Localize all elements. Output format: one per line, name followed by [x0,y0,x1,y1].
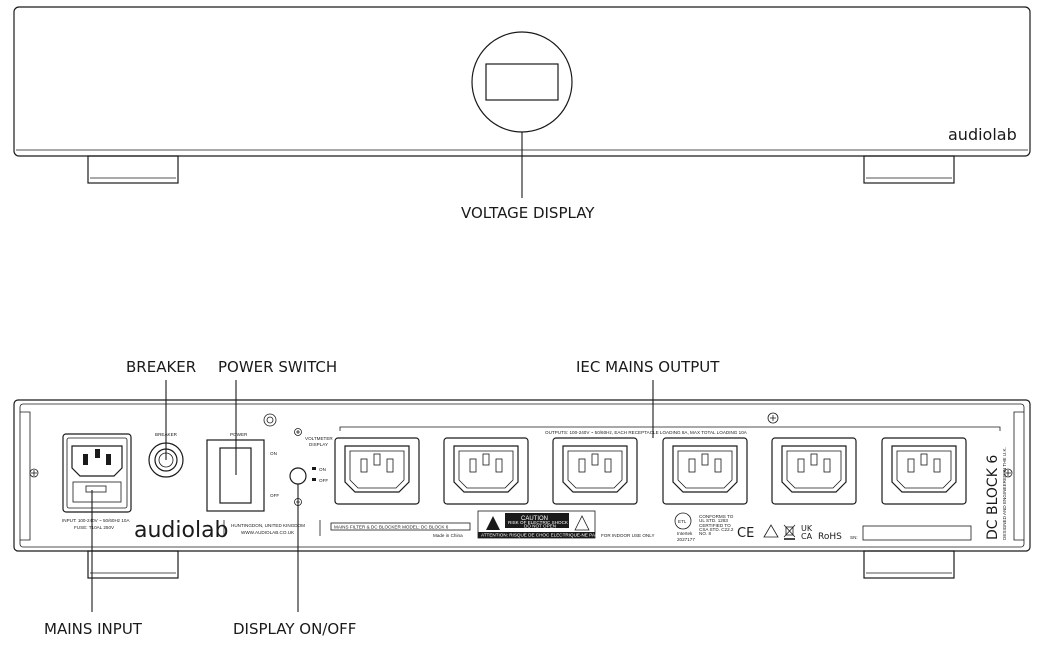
mains-input-socket[interactable] [62,433,132,513]
rear-foot-left [87,550,179,579]
serial-label: SN: [850,535,858,540]
iec-output-1[interactable] [334,437,420,505]
caution-label: CAUTION RISK OF ELECTRIC SHOCK DO NOT OP… [477,510,618,539]
ce-mark: CE [737,526,754,541]
address-line-1: HUNTINGDON, UNITED KINGDOM [231,523,305,528]
voltage-display-magnifier [471,31,573,133]
rear-view: BREAKER POWER SWITCH IEC MAINS OUTPUT [13,358,1031,638]
voltmeter-label-1: VOLTMETER [305,436,333,441]
front-foot-right [863,155,955,184]
product-name-vertical: DC BLOCK 6 [985,455,1001,540]
vm-off-label: OFF [319,478,328,483]
power-off-label: OFF [270,493,279,498]
front-brand-logo: audiolab [948,125,1017,144]
input-rating-1: INPUT: 100-240V ~ 50/60Hz 10A [62,518,130,523]
outputs-rating-label: OUTPUTS: 100-240V ~ 50/60Hz, EACH RECEPT… [545,430,748,435]
iec-output-4[interactable] [662,437,748,505]
rohs-mark: RoHS [818,532,842,542]
caution-title: CAUTION [521,516,548,522]
conforms-5: NO. 8 [699,531,711,536]
rear-brand-logo: audiolab [134,518,229,543]
conforms-1: CONFORMS TO [699,514,734,519]
etl-intertek: Intertek [677,531,693,536]
callout-mains-input: MAINS INPUT [44,620,143,638]
caution-line-1: RISK OF ELECTRIC SHOCK [508,520,569,525]
rear-foot-right [863,550,955,579]
iec-output-3[interactable] [552,437,638,505]
svg-text:ETL: ETL [678,519,687,524]
front-view: audiolab VOLTAGE DISPLAY [13,6,1031,222]
input-rating-2: FUSE: T10AL 250V [74,525,115,530]
caution-line-2: DO NOT OPEN [524,524,556,529]
callout-voltage-display: VOLTAGE DISPLAY [461,204,595,222]
callout-power-switch: POWER SWITCH [218,358,337,376]
conforms-2: UL STD. 1283 [699,518,728,523]
voltage-display-window [485,63,559,101]
made-in-label: Made in China [433,533,463,538]
designed-in-vertical: DESIGNED AND ENGINEERED IN THE U.K. [1002,447,1007,540]
iec-output-5[interactable] [771,437,857,505]
callout-breaker: BREAKER [126,358,196,376]
ukca-mark-1: UK [801,524,813,533]
display-on-off-switch[interactable] [289,467,307,485]
fuse-holder[interactable] [72,481,122,503]
ukca-mark-2: CA [801,532,813,541]
callout-display-on-off: DISPLAY ON/OFF [233,620,356,638]
attention-line: ATTENTION: RISQUE DE CHOC ELECTRIQUE-NE … [481,533,618,538]
model-label: MAINS FILTER & DC BLOCKER MODEL: DC BLOC… [334,525,449,530]
indoor-use-label: FOR INDOOR USE ONLY [601,533,655,538]
address-line-2: WWW.AUDIOLAB.CO.UK [241,530,295,535]
callout-iec-mains-output: IEC MAINS OUTPUT [576,358,720,376]
iec-output-6[interactable] [881,437,967,505]
power-on-label: ON [270,451,277,456]
front-foot-left [87,155,179,184]
voltmeter-label-2: DISPLAY [309,442,328,447]
vm-on-label: ON [319,467,326,472]
etl-number: 2027177 [677,537,695,542]
serial-number-box [862,525,972,541]
rear-chassis [13,399,1031,552]
conforms-4: CSA STD. C22.2 [699,527,734,532]
iec-output-2[interactable] [443,437,529,505]
conforms-3: CERTIFIED TO [699,523,731,528]
weee-bin-icon [783,524,796,540]
etl-mark: ETL Intertek 2027177 [674,512,695,542]
warning-triangle-icon [763,524,779,538]
power-panel-label: POWER [230,432,248,437]
